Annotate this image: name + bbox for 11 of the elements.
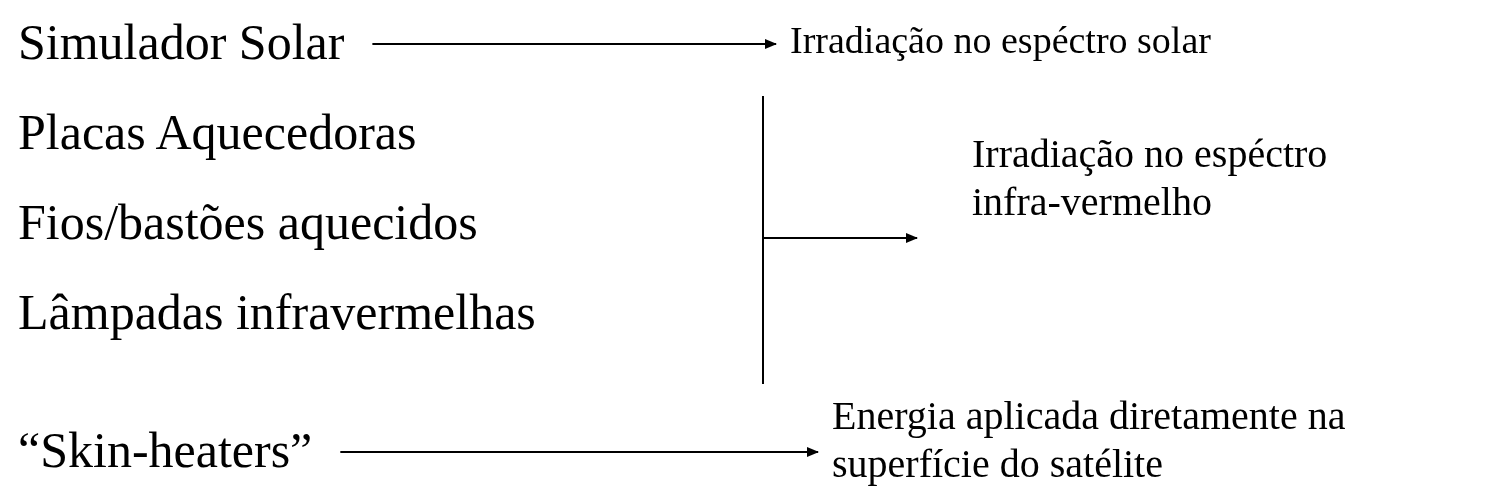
node-label: Placas Aquecedoras [18,103,417,162]
arrow [762,233,918,243]
arrow [371,39,777,49]
node-label: Irradiação no espéctro solar [790,18,1211,63]
node-label: Lâmpadas infravermelhas [18,283,536,342]
node-label: Energia aplicada diretamente na superfície do satélite [832,392,1347,488]
arrow [339,447,819,457]
node-label: Fios/bastões aquecidos [18,193,478,252]
node-label: Simulador Solar [18,13,345,72]
node-label: “Skin-heaters” [18,421,313,480]
node-label: Irradiação no espéctro infra-vermelho [972,130,1329,226]
